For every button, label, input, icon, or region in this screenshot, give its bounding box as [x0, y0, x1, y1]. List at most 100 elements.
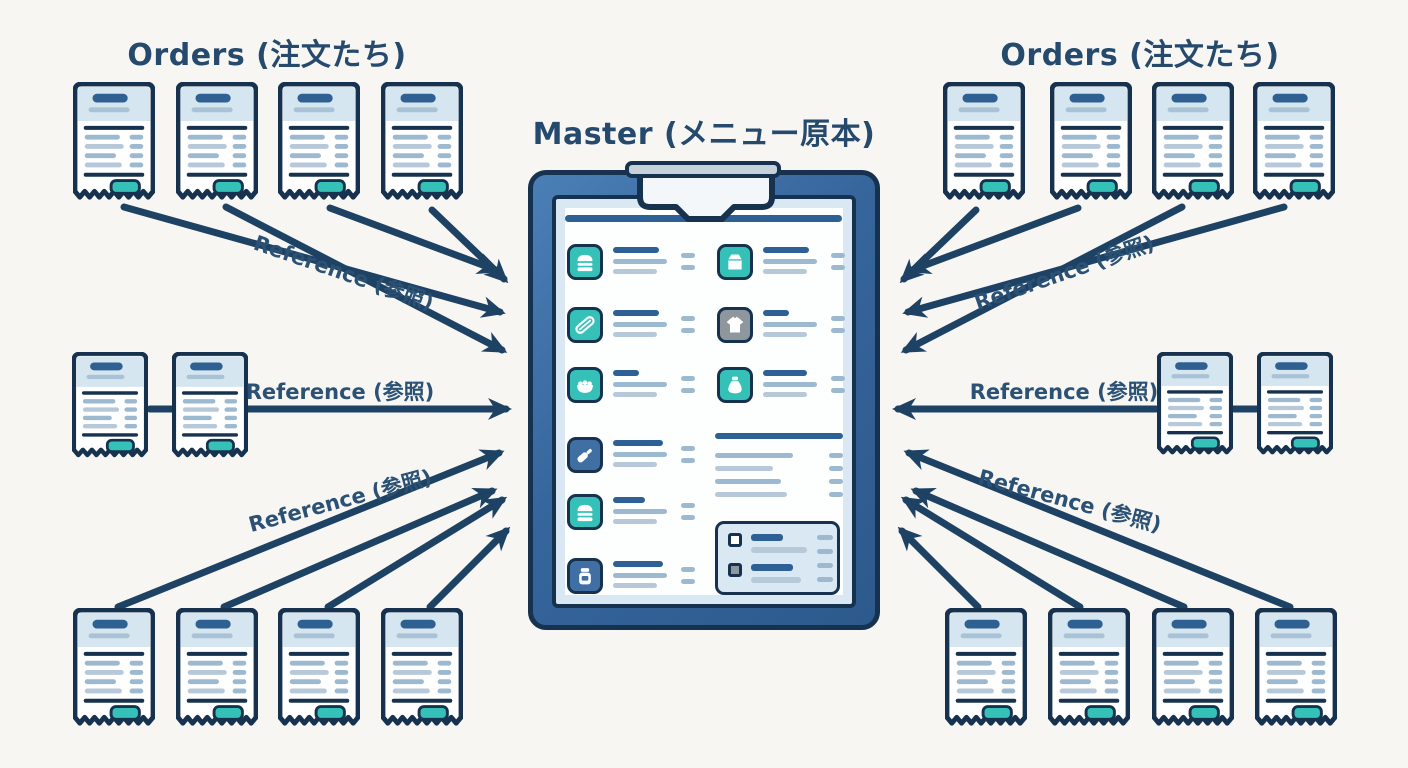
menu-item-price-line	[681, 458, 695, 463]
menu-item-line	[763, 392, 807, 397]
card-short-line	[817, 563, 833, 568]
reference-label-top-right: Reference (参照)	[971, 230, 1158, 315]
menu-item-title-line	[613, 310, 659, 316]
menu-item-price-line	[831, 265, 845, 270]
reference-arrow	[899, 206, 980, 284]
text-block-short-line	[829, 492, 843, 497]
receipt-mid-right-1	[1157, 352, 1233, 459]
reference-label-bottom-right: Reference (参照)	[975, 464, 1164, 537]
menu-item-line	[763, 259, 817, 264]
menu-item-price-line	[681, 316, 695, 321]
menu-item-price-line	[681, 265, 695, 270]
reference-arrow	[426, 526, 511, 611]
text-block-short-line	[829, 479, 843, 484]
menu-section-divider	[715, 433, 843, 439]
reference-arrow	[903, 449, 1294, 611]
reference-label-mid-right: Reference (参照)	[969, 380, 1159, 404]
receipt-bottom-left-3	[278, 608, 360, 731]
receipt-bottom-right-4	[1255, 608, 1337, 731]
menu-item-line	[763, 322, 817, 327]
card-short-line	[817, 535, 833, 540]
menu-item-line	[613, 269, 657, 274]
text-block-short-line	[829, 466, 843, 471]
checkbox-unchecked-icon	[728, 533, 742, 547]
menu-item-title-line	[763, 247, 809, 253]
clipboard	[528, 170, 880, 630]
card-line	[751, 534, 783, 541]
menu-item-price-line	[831, 376, 845, 381]
card-line	[751, 547, 807, 553]
menu-item-title-line	[613, 440, 663, 446]
menu-item-price-line	[831, 316, 845, 321]
receipt-mid-left-2	[172, 352, 248, 462]
menu-item-title-line	[613, 561, 663, 567]
menu-item-line	[613, 322, 667, 327]
card-line	[751, 564, 793, 571]
receipt-top-left-1	[73, 82, 155, 205]
clipboard-paper	[552, 195, 856, 608]
checkbox-filled-icon	[728, 563, 742, 577]
bowl-icon	[567, 367, 603, 403]
menu-item-line	[613, 382, 667, 387]
bag-icon	[717, 367, 753, 403]
menu-item-price-line	[681, 567, 695, 572]
jar-icon	[567, 558, 603, 594]
reference-arrow	[324, 496, 508, 611]
menu-item-title-line	[613, 370, 639, 376]
receipt-bottom-right-1	[945, 608, 1027, 731]
menu-item-line	[613, 332, 657, 337]
menu-item-price-line	[681, 388, 695, 393]
menu-item-price-line	[681, 503, 695, 508]
menu-item-price-line	[681, 253, 695, 258]
reference-label-mid-left: Reference (参照)	[245, 380, 435, 404]
receipt-top-right-4	[1253, 82, 1335, 205]
menu-item-title-line	[613, 497, 645, 503]
receipt-top-left-3	[278, 82, 360, 205]
orders-right-title: Orders (注文たち)	[1000, 38, 1280, 73]
menu-item-price-line	[681, 328, 695, 333]
receipt-top-right-3	[1152, 82, 1234, 205]
menu-item-line	[613, 259, 667, 264]
hotdog-icon	[567, 307, 603, 343]
card-short-line	[817, 577, 833, 582]
receipt-bottom-right-2	[1048, 608, 1130, 731]
reference-label-top-left: Reference (参照)	[250, 230, 437, 315]
menu-item-title-line	[613, 247, 659, 253]
card-line	[751, 577, 801, 583]
orders-left-title: Orders (注文たち)	[127, 38, 407, 73]
menu-item-line	[613, 509, 667, 514]
receipt-top-right-1	[943, 82, 1025, 205]
reference-arrow	[428, 206, 509, 284]
master-title: Master (メニュー原本)	[532, 117, 876, 152]
menu-item-line	[763, 382, 817, 387]
menu-item-line	[763, 332, 807, 337]
receipt-top-left-4	[381, 82, 463, 205]
text-block-line	[715, 479, 781, 484]
menu-item-line	[613, 392, 657, 397]
text-block-short-line	[829, 453, 843, 458]
menu-item-line	[613, 452, 667, 457]
menu-items	[565, 209, 845, 598]
menu-item-line	[613, 462, 657, 467]
menu-item-price-line	[681, 515, 695, 520]
reference-arrow	[114, 449, 505, 611]
menu-item-price-line	[831, 253, 845, 258]
menu-item-price-line	[681, 579, 695, 584]
reference-arrow	[900, 496, 1084, 611]
card-short-line	[817, 549, 833, 554]
burger-icon	[567, 244, 603, 280]
menu-item-title-line	[763, 310, 789, 316]
menu-summary-card	[715, 521, 840, 595]
text-block-line	[715, 466, 773, 471]
reference-label-bottom-left: Reference (参照)	[246, 464, 435, 537]
menu-item-price-line	[831, 328, 845, 333]
receipt-bottom-left-2	[176, 608, 258, 731]
menu-text-block	[565, 209, 843, 598]
reference-arrow	[897, 526, 982, 611]
burger-icon	[567, 494, 603, 530]
menu-item-price-line	[831, 388, 845, 393]
t-shirt-icon	[717, 307, 753, 343]
menu-item-line	[613, 519, 657, 524]
bottle-icon	[567, 437, 603, 473]
